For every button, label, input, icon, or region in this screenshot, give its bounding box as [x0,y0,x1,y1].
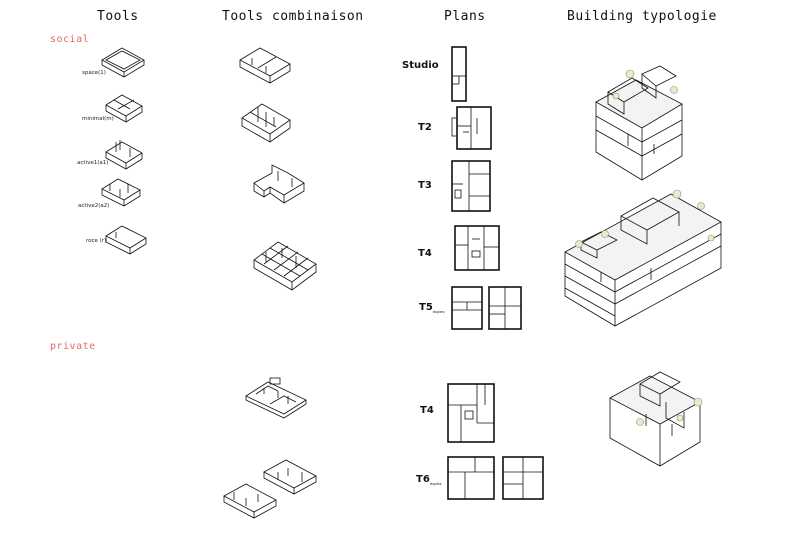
combinaison-2-drawing [241,103,291,143]
tool-label-minimal: minimal(m) [82,116,114,122]
tool-active1-drawing [105,140,143,170]
tool-roce-drawing [105,225,147,255]
plan-label-t4-private: T4 [420,405,434,416]
combinaison-4-drawing [253,241,317,291]
plan-t3-drawing [451,160,491,212]
plan-t4-private-drawing [447,383,495,443]
tool-active2-drawing [101,178,141,207]
tool-minimal-drawing [105,94,143,123]
plan-t2-drawing [451,106,492,150]
tools-combinaison-header: Tools combinaison [222,9,364,24]
building-typologie-3-drawing [609,371,703,467]
plan-studio-drawing [451,46,467,102]
tool-label-active1: active1(a1) [77,160,109,166]
tool-label-roce: roce (r) [86,238,107,244]
plan-label-t3: T3 [418,180,432,191]
section-social-label: social [50,34,90,45]
tools-header: Tools [97,9,139,24]
plan-label-t2: T2 [418,122,432,133]
plan-label-studio: Studio [402,60,439,71]
plan-t6-drawing [447,456,544,500]
building-typologie-header: Building typologie [567,9,717,24]
building-typologie-2-drawing [564,189,722,327]
plan-label-t4-social: T4 [418,248,432,259]
tool-label-space: space(1) [82,70,106,76]
combinaison-1-drawing [239,47,291,84]
plans-header: Plans [444,9,486,24]
plan-t5-drawing [451,286,522,330]
tool-label-active2: active2(a2) [78,203,110,209]
section-private-label: private [50,341,96,352]
tool-space-drawing [101,47,145,78]
building-typologie-1-drawing [595,65,683,181]
plan-t4-social-drawing [454,225,500,271]
combinaison-3-drawing [253,164,305,204]
plan-label-t6: T6duplex [416,474,442,486]
plan-label-t5: T5duplex [419,302,445,314]
combinaison-private-2-drawing [223,459,317,519]
combinaison-private-1-drawing [245,377,307,419]
